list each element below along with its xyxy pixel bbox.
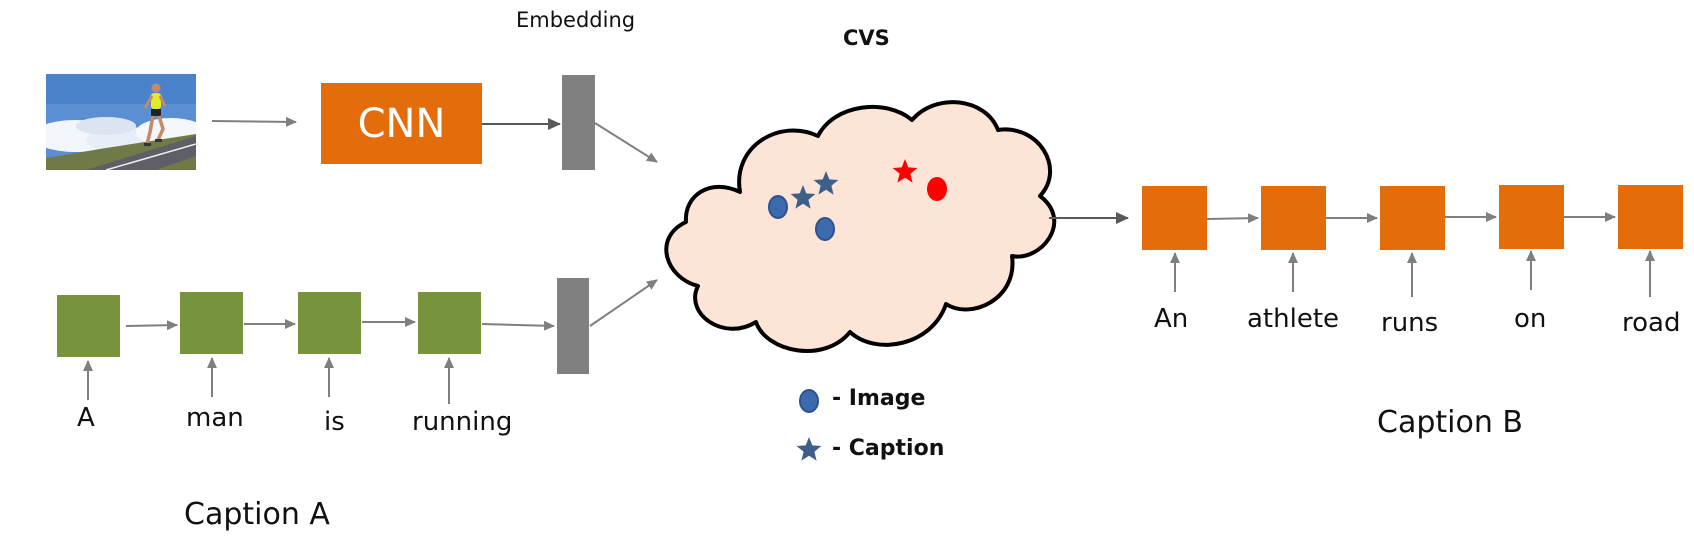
legend-caption-label: - Caption <box>832 436 945 461</box>
caption-embedding-bar <box>557 278 589 374</box>
caption-b-title: Caption B <box>1377 405 1523 440</box>
caption-b-word-1: An <box>1154 304 1189 334</box>
caption-b-word-5: road <box>1622 308 1681 338</box>
caption-point-2 <box>813 171 839 195</box>
legend-caption-icon <box>796 437 822 461</box>
caption-point-1 <box>790 185 816 209</box>
green-cell-1 <box>57 295 120 357</box>
caption-a-word-2: man <box>186 403 244 433</box>
arrow-green-4-embedding <box>481 320 555 331</box>
arrow-image-embedding-to-cvs <box>594 122 658 163</box>
caption-a-title: Caption A <box>184 497 330 532</box>
caption-a-word-4: running <box>412 407 513 437</box>
orange-cell-3 <box>1380 186 1445 250</box>
caption-b-word-4: on <box>1514 304 1547 334</box>
cnn-label: CNN <box>357 101 446 147</box>
caption-point-highlight <box>892 159 918 183</box>
image-embedding-bar <box>562 75 595 170</box>
caption-a-word-1: A <box>77 403 95 433</box>
arrow-image-to-cnn <box>211 116 297 127</box>
orange-cell-4 <box>1499 185 1564 249</box>
arrow-caption-embedding-to-cvs <box>589 279 658 327</box>
caption-b-word-3: runs <box>1381 308 1439 338</box>
green-cell-3 <box>298 292 361 354</box>
legend-image-label: - Image <box>832 386 926 411</box>
cvs-cloud <box>664 100 1057 353</box>
runner-photo <box>46 74 196 170</box>
image-point-2 <box>815 217 835 241</box>
orange-cell-2 <box>1261 186 1326 250</box>
arrow-green-1-2 <box>125 320 178 331</box>
embedding-label: Embedding <box>516 8 636 32</box>
orange-cell-1 <box>1142 186 1207 250</box>
legend-image-icon <box>799 389 819 413</box>
cvs-label: CVS <box>843 26 890 50</box>
image-point-highlight <box>927 177 947 201</box>
image-point-1 <box>768 195 788 219</box>
caption-a-word-3: is <box>324 407 345 437</box>
orange-cell-5 <box>1618 185 1683 249</box>
green-cell-4 <box>418 292 481 354</box>
arrow-orange-1-2 <box>1206 213 1259 224</box>
caption-b-word-2: athlete <box>1247 304 1340 334</box>
runner-photo-svg <box>46 74 196 170</box>
green-cell-2 <box>180 292 243 354</box>
cnn-box <box>321 83 482 164</box>
